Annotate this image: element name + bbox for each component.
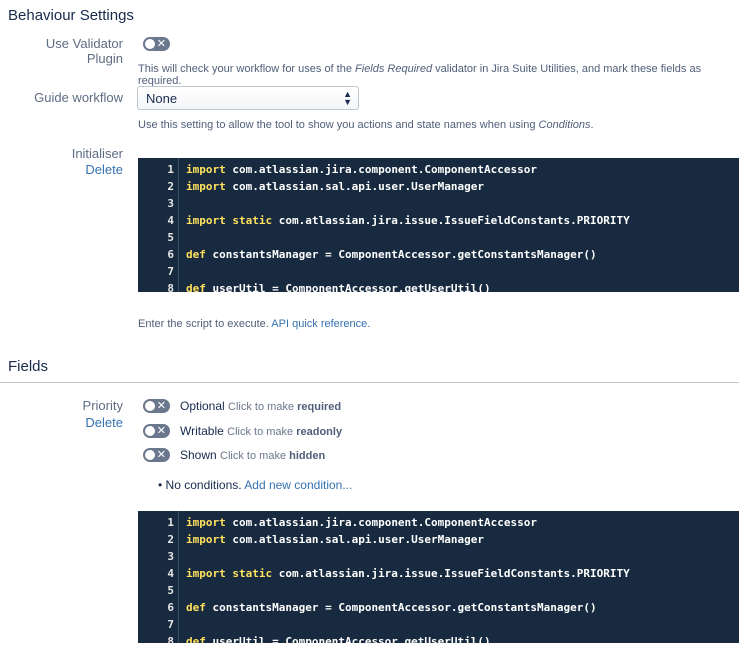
code-keyword: import static bbox=[186, 214, 273, 227]
line-number: 6 bbox=[167, 601, 174, 614]
toggle-knob bbox=[145, 450, 155, 460]
line-number: 7 bbox=[167, 618, 174, 631]
code-text: def userUtil = ComponentAccessor.getUser… bbox=[186, 280, 491, 292]
code-text: def constantsManager = ComponentAccessor… bbox=[186, 599, 597, 616]
field-code-editor[interactable]: 1 import com.atlassian.jira.component.Com… bbox=[138, 511, 739, 643]
code-rest: com.atlassian.sal.api.user.UserManager bbox=[225, 533, 485, 546]
close-icon: ✕ bbox=[156, 399, 166, 412]
toggle-knob bbox=[145, 401, 155, 411]
guide-workflow-description: Use this setting to allow the tool to sh… bbox=[138, 119, 594, 131]
field-priority-label: Priority bbox=[82, 398, 123, 413]
code-text: import com.atlassian.jira.component.Comp… bbox=[186, 161, 537, 178]
code-keyword: import bbox=[186, 163, 226, 176]
code-rest: com.atlassian.sal.api.user.UserManager bbox=[225, 180, 485, 193]
code-text: import com.atlassian.sal.api.user.UserMa… bbox=[186, 531, 484, 548]
line-number: 6 bbox=[167, 248, 174, 261]
fields-heading: Fields bbox=[8, 358, 49, 375]
code-rest: constantsManager = ComponentAccessor.get… bbox=[205, 601, 597, 614]
line-number: 2 bbox=[167, 180, 174, 193]
guide-workflow-value: None bbox=[146, 91, 178, 106]
line-number: 1 bbox=[167, 163, 174, 176]
code-keyword: import bbox=[186, 180, 226, 193]
initialiser-code-editor[interactable]: 1 import com.atlassian.jira.component.Com… bbox=[138, 158, 739, 292]
line-number: 3 bbox=[167, 197, 174, 210]
line-number: 4 bbox=[167, 214, 174, 227]
line-number-gutter bbox=[138, 158, 179, 292]
code-keyword: def bbox=[186, 635, 206, 643]
line-number-gutter bbox=[138, 511, 179, 643]
optional-toggle[interactable]: ✕ bbox=[143, 399, 170, 413]
toggle-knob bbox=[145, 39, 155, 49]
code-rest: com.atlassian.jira.issue.IssueFieldConst… bbox=[272, 567, 630, 580]
behaviour-settings-heading: Behaviour Settings bbox=[8, 7, 134, 24]
writable-toggle[interactable]: ✕ bbox=[143, 424, 170, 438]
code-text: import static com.atlassian.jira.issue.I… bbox=[186, 212, 630, 229]
code-text: import com.atlassian.jira.component.Comp… bbox=[186, 514, 537, 531]
guide-workflow-label: Guide workflow bbox=[34, 90, 123, 105]
guide-workflow-select[interactable]: None ▲▼ bbox=[137, 86, 359, 110]
code-keyword: import bbox=[186, 533, 226, 546]
code-keyword: def bbox=[186, 601, 206, 614]
initialiser-label: Initialiser bbox=[71, 146, 123, 161]
code-rest: userUtil = ComponentAccessor.getUserUtil… bbox=[205, 282, 491, 292]
shown-toggle[interactable]: ✕ bbox=[143, 448, 170, 462]
line-number: 5 bbox=[167, 584, 174, 597]
code-keyword: def bbox=[186, 282, 206, 292]
select-arrows-icon: ▲▼ bbox=[343, 89, 352, 107]
toggle-knob bbox=[145, 426, 155, 436]
conditions-list-item: • No conditions. Add new condition... bbox=[158, 478, 353, 492]
section-divider bbox=[0, 382, 739, 383]
line-number: 4 bbox=[167, 567, 174, 580]
code-rest: constantsManager = ComponentAccessor.get… bbox=[205, 248, 597, 261]
add-new-condition-link[interactable]: Add new condition... bbox=[244, 478, 353, 492]
line-number: 1 bbox=[167, 516, 174, 529]
validator-description: This will check your workflow for uses o… bbox=[138, 63, 702, 87]
validator-plugin-toggle[interactable]: ✕ bbox=[143, 37, 170, 51]
code-keyword: def bbox=[186, 248, 206, 261]
api-quick-reference-link[interactable]: API quick reference. bbox=[271, 318, 371, 330]
field-priority-delete-link[interactable]: Delete bbox=[85, 415, 123, 430]
code-text: def userUtil = ComponentAccessor.getUser… bbox=[186, 633, 491, 643]
close-icon: ✕ bbox=[156, 448, 166, 461]
code-text: def constantsManager = ComponentAccessor… bbox=[186, 246, 597, 263]
close-icon: ✕ bbox=[156, 37, 166, 50]
code-keyword: import static bbox=[186, 567, 273, 580]
line-number: 8 bbox=[167, 635, 174, 643]
code-keyword: import bbox=[186, 516, 226, 529]
bullet-icon: • bbox=[158, 478, 163, 492]
line-number: 2 bbox=[167, 533, 174, 546]
code-rest: com.atlassian.jira.component.ComponentAc… bbox=[225, 516, 538, 529]
line-number: 3 bbox=[167, 550, 174, 563]
line-number: 8 bbox=[167, 282, 174, 292]
code-text: import static com.atlassian.jira.issue.I… bbox=[186, 565, 630, 582]
writable-option: Writable Click to make readonly bbox=[180, 424, 343, 438]
code-text: import com.atlassian.sal.api.user.UserMa… bbox=[186, 178, 484, 195]
optional-option: Optional Click to make required bbox=[180, 399, 342, 413]
code-rest: userUtil = ComponentAccessor.getUserUtil… bbox=[205, 635, 491, 643]
initialiser-delete-link[interactable]: Delete bbox=[85, 162, 123, 177]
code-rest: com.atlassian.jira.component.ComponentAc… bbox=[225, 163, 538, 176]
line-number: 7 bbox=[167, 265, 174, 278]
close-icon: ✕ bbox=[156, 424, 166, 437]
code-rest: com.atlassian.jira.issue.IssueFieldConst… bbox=[272, 214, 630, 227]
shown-option: Shown Click to make hidden bbox=[180, 448, 326, 462]
use-validator-plugin-label: Use Validator Plugin bbox=[45, 36, 123, 66]
script-hint: Enter the script to execute. API quick r… bbox=[138, 318, 371, 330]
line-number: 5 bbox=[167, 231, 174, 244]
